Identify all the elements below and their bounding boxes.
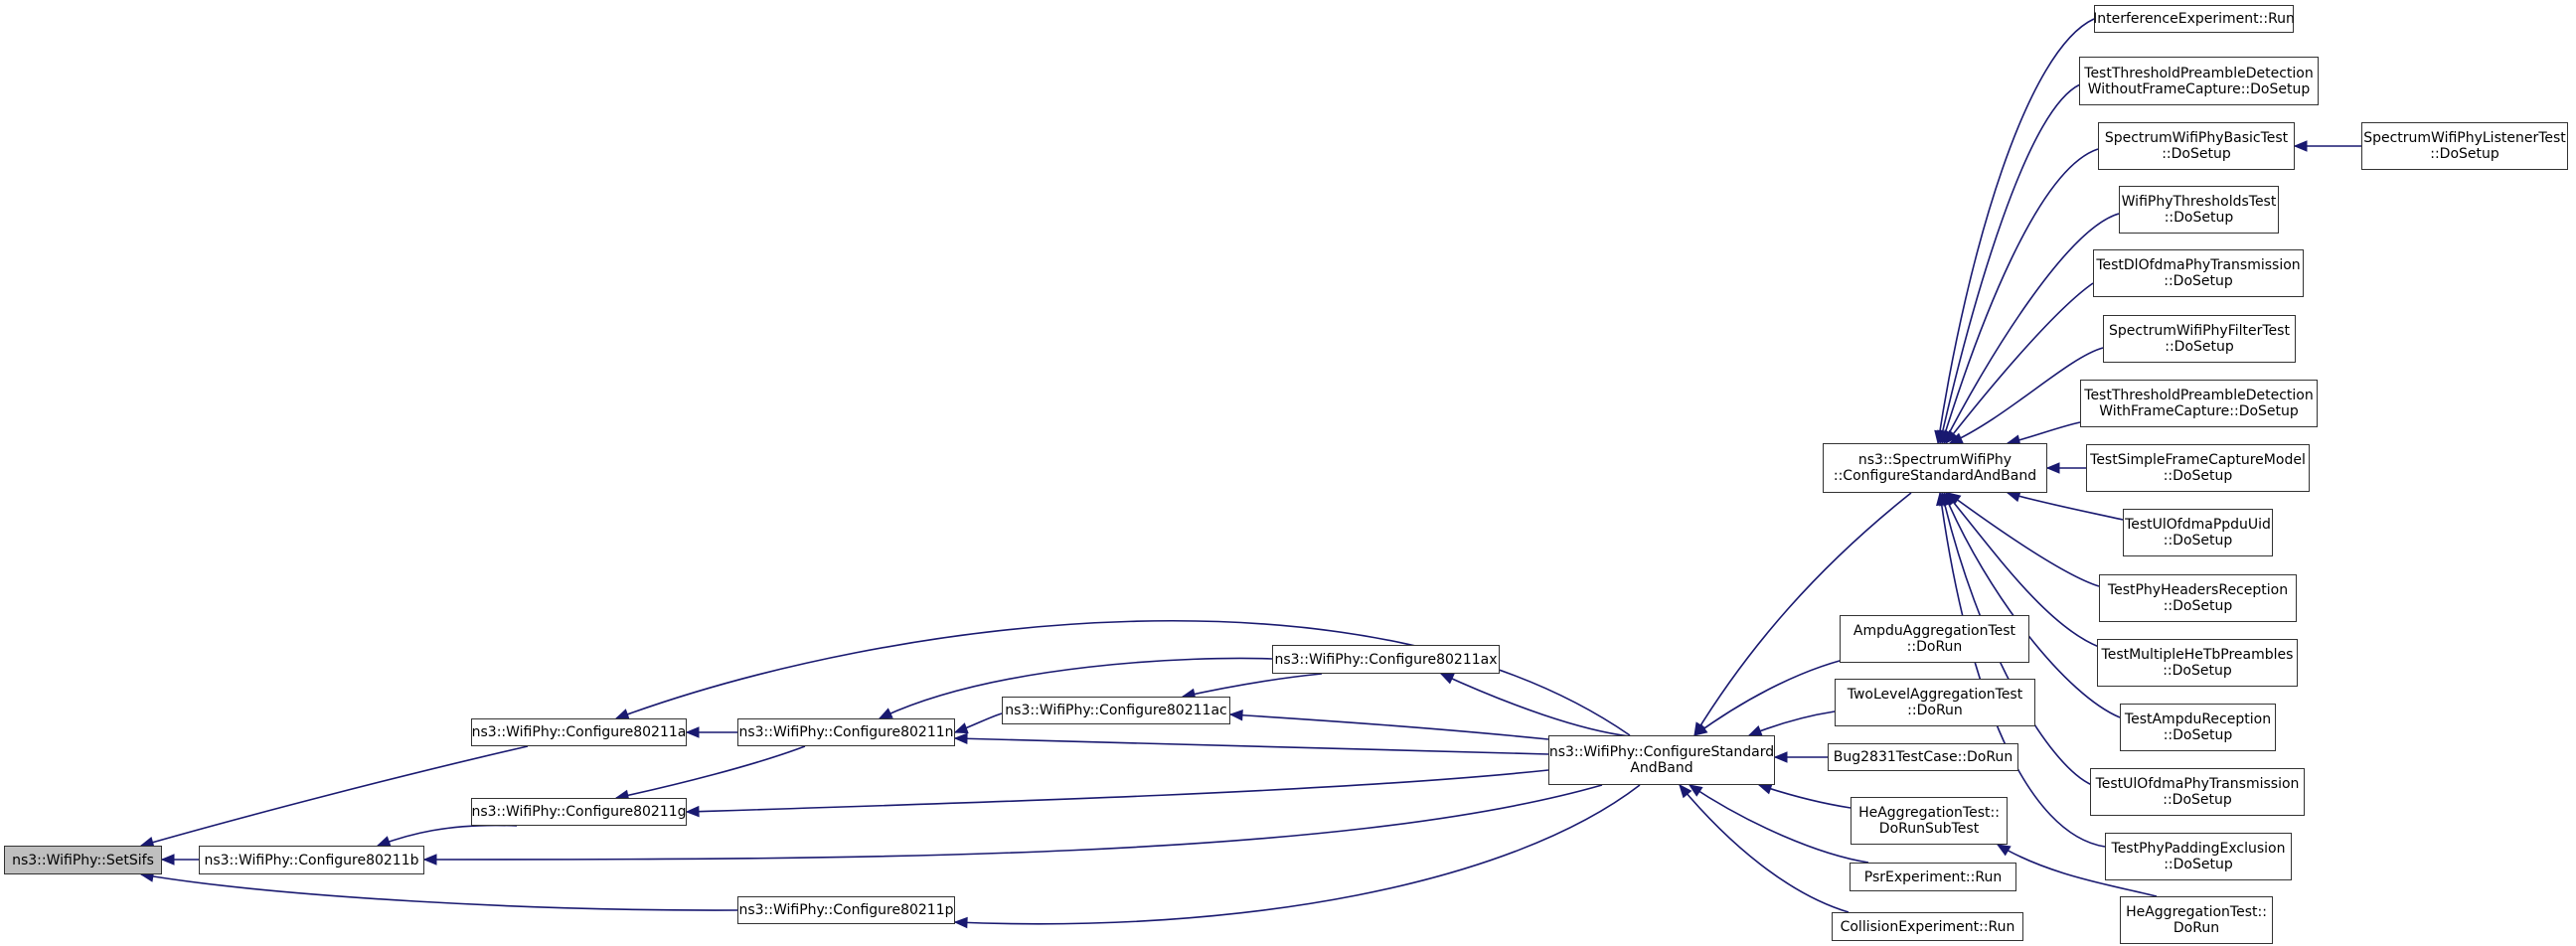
node-wifiphy-thresholds-test[interactable]: WifiPhyThresholdsTest ::DoSetup [2119,186,2279,234]
node-multiple-he-tb-preambles[interactable]: TestMultipleHeTbPreambles ::DoSetup [2097,639,2298,687]
node-simple-frame-capture-model[interactable]: TestSimpleFrameCaptureModel ::DoSetup [2086,444,2310,492]
node-phy-headers-reception[interactable]: TestPhyHeadersReception ::DoSetup [2099,574,2297,622]
arrowhead-dl_ofdma-to-scsab [1945,429,1959,445]
node-spectrum-configure-standard-and-band[interactable]: ns3::SpectrumWifiPhy ::ConfigureStandard… [1823,443,2047,493]
edge-c11n-to-c11g [615,745,806,799]
node-ul-ofdma-ppdu-uid[interactable]: TestUlOfdmaPpduUid ::DoSetup [2123,509,2273,556]
node-ampdu-reception[interactable]: TestAmpduReception ::DoSetup [2120,704,2276,751]
arrowhead-collision-to-csab [1679,784,1692,799]
edge-psr-to-csab [1689,784,1869,864]
arrowhead-csab-to-c11g [685,805,700,818]
edge-collision-to-csab [1679,784,1850,913]
node-threshold-preamble-with-capture[interactable]: TestThresholdPreambleDetection WithFrame… [2080,380,2318,427]
edge-phy_headers-to-scsab [1947,492,2100,587]
edge-csab-to-c11p [954,784,1641,925]
node-configure-80211ac[interactable]: ns3::WifiPhy::Configure80211ac [1002,697,1230,724]
edge-c11ax-to-c11n [879,657,1273,719]
node-configure-80211b[interactable]: ns3::WifiPhy::Configure80211b [199,846,424,874]
arrowhead-c11ac-to-c11n [953,722,969,734]
edge-interference-to-scsab [1937,18,2095,444]
node-configure-standard-and-band[interactable]: ns3::WifiPhy::ConfigureStandard AndBand [1548,735,1775,785]
edge-thr_without-to-scsab [1939,83,2081,444]
edge-c11g-to-c11b [377,824,518,847]
edge-csab-to-c11ax [1440,673,1631,737]
arrowhead-csab-to-c11ac [1228,710,1243,721]
node-configure-80211g[interactable]: ns3::WifiPhy::Configure80211g [471,798,687,826]
node-threshold-preamble-without-capture[interactable]: TestThresholdPreambleDetection WithoutFr… [2079,57,2319,105]
arrowhead-c11ax-to-c11n [878,708,893,719]
edge-multi_hetb-to-scsab [1945,492,2100,648]
arrowhead-csab-to-c11b [422,854,437,866]
arrowhead-ampdu_agg-to-csab [1692,722,1708,736]
node-set-sifs: ns3::WifiPhy::SetSifs [4,846,162,874]
node-ul-ofdma-phy-transmission[interactable]: TestUlOfdmaPhyTransmission ::DoSetup [2090,768,2305,816]
edge-c11p-to-setsifs [140,873,738,911]
node-spectrum-wifiphy-listener-test[interactable]: SpectrumWifiPhyListenerTest ::DoSetup [2361,122,2568,170]
node-configure-80211a[interactable]: ns3::WifiPhy::Configure80211a [471,718,687,746]
edge-csab-to-c11n [954,737,1549,755]
edge-csab-to-c11a [615,619,1631,736]
edge-padding-to-scsab [1939,492,2106,848]
edge-he_agg-to-he_subtest [1997,844,2158,897]
arrowhead-padding-to-scsab [1936,491,1948,507]
arrowhead-he_agg-to-he_subtest [1996,844,2012,857]
node-collision-experiment[interactable]: CollisionExperiment::Run [1832,912,2023,941]
node-configure-80211n[interactable]: ns3::WifiPhy::Configure80211n [737,718,955,746]
call-edges [139,18,2362,929]
arrowhead-csab-to-c11n [953,732,968,745]
edge-ul_ppdu-to-scsab [2007,492,2124,521]
node-ampdu-aggregation-test[interactable]: AmpduAggregationTest ::DoRun [1840,615,2029,663]
node-bug2831-test-case[interactable]: Bug2831TestCase::DoRun [1828,743,2018,771]
edge-wifiphy_thr-to-scsab [1943,213,2120,444]
edge-csab-to-c11b [423,784,1603,861]
arrowhead-spectrum_filter-to-scsab [1948,432,1964,444]
arrowhead-psr-to-csab [1688,784,1703,797]
node-psr-experiment[interactable]: PsrExperiment::Run [1850,863,2016,891]
edge-csab-to-c11g [686,769,1549,813]
edge-c11a-to-setsifs [140,745,529,847]
arrowhead-c11b-to-setsifs [160,854,175,866]
arrowhead-he_subtest-to-csab [1757,783,1773,795]
arrowhead-bug2831-to-csab [1773,751,1788,763]
arrowhead-spectrum_listener-to-spectrum_basic [2293,140,2308,152]
edge-spectrum_filter-to-scsab [1949,347,2104,444]
arrowhead-csab-to-c11ax [1439,673,1455,685]
edge-scsab-to-csab [1693,492,1912,736]
arrowhead-csab-to-c11p [953,916,968,929]
node-interference-experiment[interactable]: InterferenceExperiment::Run [2093,5,2295,33]
node-two-level-aggregation-test[interactable]: TwoLevelAggregationTest ::DoRun [1835,679,2035,726]
node-he-aggregation-subtest[interactable]: HeAggregationTest:: DoRunSubTest [1851,797,2008,845]
edge-twolevel-to-csab [1748,710,1836,736]
edge-spectrum_basic-to-scsab [1941,148,2099,444]
arrowhead-c11n-to-c11a [685,726,700,738]
node-he-aggregation-test[interactable]: HeAggregationTest:: DoRun [2120,896,2273,944]
edge-c11ax-to-c11ac [1182,673,1323,698]
node-configure-80211ax[interactable]: ns3::WifiPhy::Configure80211ax [1272,645,1500,674]
arrowhead-simple_capture-to-scsab [2045,462,2060,474]
node-spectrum-wifiphy-basic-test[interactable]: SpectrumWifiPhyBasicTest ::DoSetup [2098,122,2295,170]
node-phy-padding-exclusion[interactable]: TestPhyPaddingExclusion ::DoSetup [2105,833,2292,880]
edge-dl_ofdma-to-scsab [1945,282,2094,444]
node-dl-ofdma-phy-transmission[interactable]: TestDlOfdmaPhyTransmission ::DoSetup [2093,249,2304,297]
arrowhead-ul_ppdu-to-scsab [2006,491,2021,503]
edge-he_subtest-to-csab [1758,784,1852,809]
node-configure-80211p[interactable]: ns3::WifiPhy::Configure80211p [737,896,955,924]
arrowhead-twolevel-to-csab [1747,725,1763,736]
edge-csab-to-c11ac [1229,713,1549,740]
node-spectrum-wifiphy-filter-test[interactable]: SpectrumWifiPhyFilterTest ::DoSetup [2103,315,2296,363]
